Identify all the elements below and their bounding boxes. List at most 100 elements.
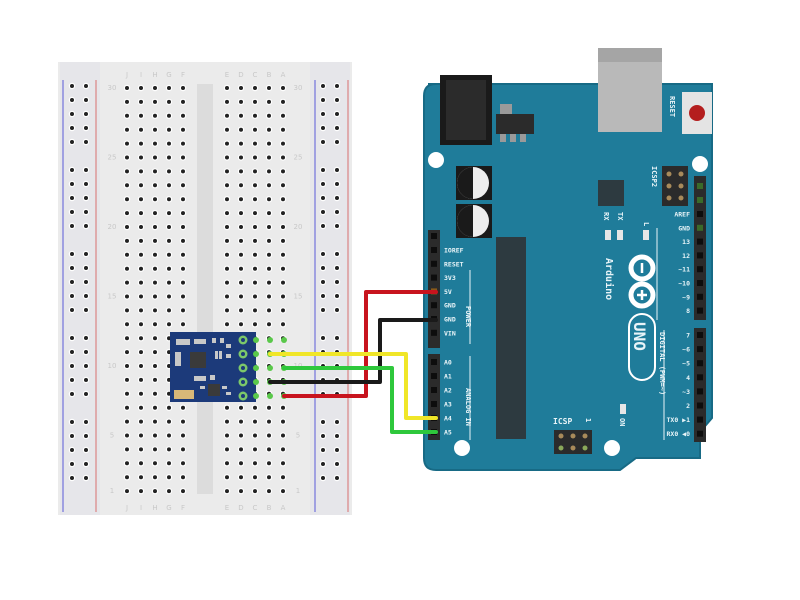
breadboard-hole-center <box>70 168 74 172</box>
breadboard-hole-center <box>321 434 325 438</box>
breadboard-hole-center <box>139 461 143 466</box>
breadboard-hole-center <box>281 294 285 299</box>
connected-hole <box>253 379 259 385</box>
breadboard-hole-center <box>321 112 325 116</box>
breadboard-hole-center <box>125 266 129 271</box>
breadboard-hole-center <box>253 183 257 188</box>
breadboard-hole-center <box>125 169 129 174</box>
breadboard-hole-center <box>167 447 171 452</box>
breadboard-hole-center <box>335 112 339 116</box>
breadboard-hole-center <box>253 238 257 243</box>
wire-yellow-sda[interactable] <box>268 352 438 420</box>
row-number-left: 1 <box>110 487 114 495</box>
breadboard-hole-center <box>239 127 243 132</box>
breadboard-hole-center <box>253 294 257 299</box>
icsp2-pin <box>678 171 684 177</box>
breadboard-hole-center <box>139 336 143 341</box>
pin-label: ~5 <box>682 360 690 368</box>
breadboard-hole-center <box>335 224 339 228</box>
breadboard-hole-center <box>267 197 271 202</box>
breadboard-hole-center <box>139 225 143 229</box>
breadboard-hole-center <box>335 476 339 480</box>
row-number-right: 15 <box>294 293 303 301</box>
module-smd <box>219 351 222 359</box>
connected-hole <box>267 337 273 343</box>
breadboard-hole-center <box>139 266 143 271</box>
reset-button[interactable] <box>689 105 705 121</box>
row-number-left: 15 <box>108 293 117 301</box>
breadboard-hole-center <box>139 169 143 174</box>
breadboard-hole-center <box>70 266 74 270</box>
breadboard-hole-center <box>321 168 325 172</box>
breadboard-hole-center <box>139 113 143 118</box>
header-pin <box>697 266 703 273</box>
breadboard-hole-center <box>153 405 157 410</box>
breadboard-hole-center <box>225 433 229 438</box>
breadboard-hole-center <box>321 266 325 270</box>
breadboard-hole-center <box>125 350 129 355</box>
breadboard-hole-center <box>239 308 243 313</box>
breadboard-hole-center <box>225 280 229 285</box>
breadboard-hole-center <box>335 140 339 144</box>
breadboard-hole-center <box>321 336 325 340</box>
breadboard-hole-center <box>70 476 74 480</box>
breadboard-hole-center <box>84 126 88 130</box>
breadboard-hole-center <box>239 197 243 202</box>
reg-leg-1 <box>500 134 506 142</box>
breadboard-hole-center <box>70 224 74 228</box>
header-pin <box>697 197 703 203</box>
breadboard-hole-center <box>153 461 157 466</box>
header-pin <box>697 416 703 423</box>
mounting-hole <box>692 156 708 172</box>
breadboard-hole-center <box>253 141 257 146</box>
breadboard-hole-center <box>139 350 143 355</box>
wire-black-gnd[interactable] <box>268 318 438 384</box>
breadboard-hole-center <box>153 225 157 229</box>
breadboard-hole-center <box>167 141 171 146</box>
breadboard-hole-center <box>181 183 185 188</box>
header-pin <box>697 238 703 245</box>
breadboard-hole-center <box>84 196 88 200</box>
pin-label: ~6 <box>682 346 690 354</box>
wire-green-scl[interactable] <box>282 366 438 434</box>
connected-hole <box>267 365 273 371</box>
breadboard-hole-center <box>125 475 129 480</box>
wire-red-vcc[interactable] <box>282 290 438 398</box>
column-letter-bottom: A <box>281 504 286 512</box>
breadboard-hole-center <box>239 113 243 118</box>
breadboard-hole-center <box>281 419 285 424</box>
pin-label: IOREF <box>444 247 464 255</box>
connected-hole <box>253 365 259 371</box>
breadboard-hole-center <box>321 224 325 228</box>
breadboard-hole-center <box>239 211 243 216</box>
breadboard-hole-center <box>335 84 339 88</box>
breadboard-hole-center <box>225 419 229 424</box>
breadboard-hole-center <box>225 183 229 188</box>
breadboard-hole-center <box>267 308 271 313</box>
breadboard-hole-center <box>70 420 74 424</box>
breadboard-right-rail <box>310 62 350 515</box>
breadboard-hole-center <box>153 350 157 355</box>
breadboard-hole-center <box>281 86 285 90</box>
module-smd <box>210 375 215 380</box>
reg-leg-2 <box>510 134 516 142</box>
breadboard-hole-center <box>267 169 271 174</box>
mounting-hole <box>428 152 444 168</box>
breadboard-hole-center <box>321 476 325 480</box>
pin-label: GND <box>678 224 690 232</box>
breadboard-hole-center <box>153 294 157 299</box>
breadboard-hole-center <box>125 489 129 494</box>
breadboard-hole-center <box>239 141 243 146</box>
breadboard-hole-center <box>281 461 285 466</box>
breadboard-holes <box>68 82 341 495</box>
digital-header-bottom <box>694 328 706 442</box>
breadboard-hole-center <box>139 447 143 452</box>
breadboard-hole-center <box>321 448 325 452</box>
icsp-pin <box>558 433 564 439</box>
breadboard-left-rail <box>60 62 100 515</box>
module-pin-hole <box>241 338 245 342</box>
column-letter-top: I <box>140 71 142 79</box>
row-number-left: 20 <box>108 223 117 231</box>
breadboard-hole-center <box>281 447 285 452</box>
